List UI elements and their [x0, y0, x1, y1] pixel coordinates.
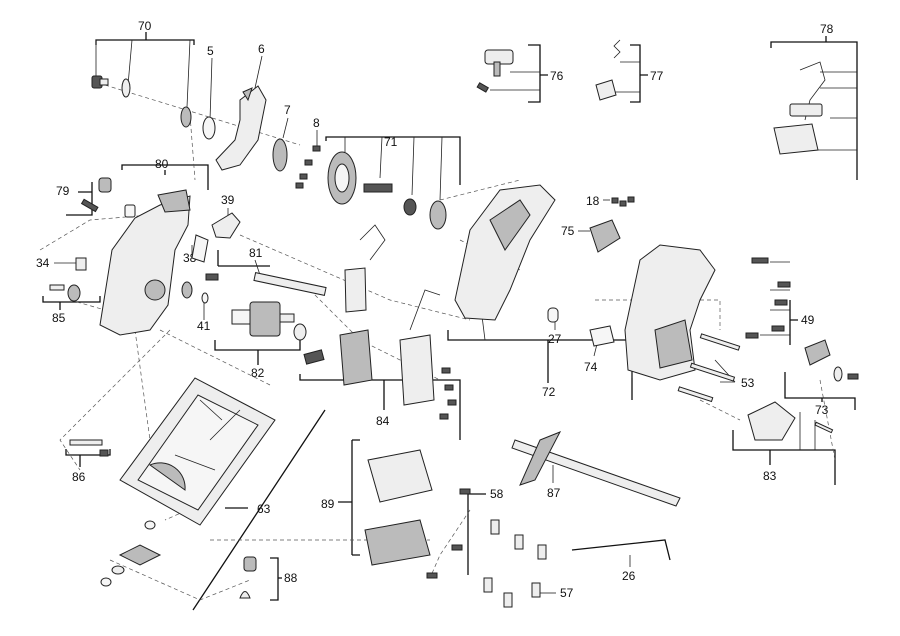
part-38-washer [181, 281, 193, 299]
label-80: 80 [155, 157, 169, 171]
label-85: 85 [52, 311, 66, 325]
label-27: 27 [548, 332, 562, 346]
part-71-gear-assembly [327, 151, 447, 230]
label-34: 34 [36, 256, 50, 270]
part-8-screws [295, 145, 321, 189]
label-49: 49 [801, 313, 815, 327]
label-58: 58 [490, 487, 504, 501]
part-89-covers [364, 449, 433, 566]
part-86-bolt [69, 439, 109, 457]
label-39: 39 [221, 193, 235, 207]
part-87-guide-fence [511, 431, 681, 507]
label-53: 53 [741, 376, 755, 390]
part-57-screws [483, 519, 547, 608]
label-70: 70 [138, 19, 152, 33]
part-63-base-plate [119, 377, 276, 526]
part-6-guard [215, 85, 267, 171]
label-63: 63 [257, 502, 271, 516]
label-7: 7 [284, 103, 291, 117]
label-84: 84 [376, 414, 390, 428]
part-motor-stator [303, 224, 386, 386]
part-84-electronics [399, 289, 457, 420]
label-86: 86 [72, 470, 86, 484]
part-5-ring [202, 116, 216, 140]
part-53-screws [677, 333, 741, 403]
part-85-screw [49, 284, 81, 302]
label-18: 18 [586, 194, 600, 208]
label-74: 74 [584, 360, 598, 374]
label-71: 71 [384, 135, 398, 149]
label-8: 8 [313, 116, 320, 130]
label-75: 75 [561, 224, 575, 238]
part-79-knob [80, 177, 136, 218]
label-73: 73 [815, 403, 829, 417]
label-89: 89 [321, 497, 335, 511]
part-76-trigger [476, 49, 514, 93]
part-49-screws [745, 257, 791, 339]
label-76: 76 [550, 69, 564, 83]
part-75-switch [589, 219, 621, 253]
label-26: 26 [622, 569, 636, 583]
part-78-wiring-harness [773, 61, 826, 155]
label-6: 6 [258, 42, 265, 56]
part-18-screws [611, 196, 635, 207]
part-74-label [589, 325, 615, 347]
part-81-shaft [205, 272, 327, 296]
part-26-hex-key [571, 539, 671, 561]
label-79: 79 [56, 184, 70, 198]
part-72-handle-half [454, 184, 556, 321]
label-77: 77 [650, 69, 664, 83]
leader-lines [42, 32, 858, 611]
part-82-rotor [231, 301, 307, 341]
label-5: 5 [207, 44, 214, 58]
part-39-cover [211, 212, 241, 239]
label-41: 41 [197, 319, 211, 333]
label-87: 87 [547, 486, 561, 500]
part-7-spring [272, 138, 288, 172]
label-83: 83 [763, 469, 777, 483]
label-72: 72 [542, 385, 556, 399]
part-34-clip [75, 257, 87, 271]
part-clamp-lever [100, 520, 162, 587]
part-27-pin [547, 307, 559, 323]
part-88-knob [239, 556, 257, 599]
label-81: 81 [249, 246, 263, 260]
part-80-main-housing [99, 189, 191, 336]
label-88: 88 [284, 571, 298, 585]
part-83-bracket [747, 401, 834, 441]
part-70-blade-screw-set [91, 75, 192, 128]
label-82: 82 [251, 366, 265, 380]
part-41-clip [201, 292, 209, 304]
part-77-lock [595, 39, 621, 101]
label-57: 57 [560, 586, 574, 600]
part-right-housing [624, 244, 716, 381]
part-73-lever [804, 339, 859, 382]
label-78: 78 [820, 22, 834, 36]
part-58-screws [426, 488, 471, 579]
